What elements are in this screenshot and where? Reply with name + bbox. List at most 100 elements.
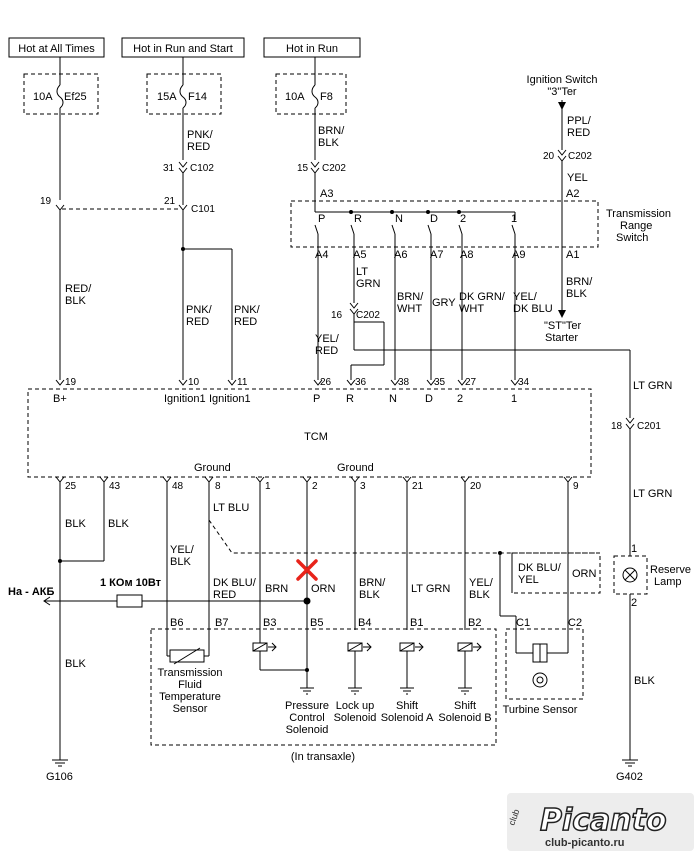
wire-pnk-red2-2: RED (186, 316, 209, 328)
connector-c102: 31 C102 (163, 161, 214, 205)
tcm-pin-35: 35 (434, 377, 446, 388)
tcm-pin-25: 25 (65, 481, 77, 492)
wire-dk-blu-red-2: RED (213, 589, 236, 601)
tcm-ground-2: Ground (337, 462, 374, 474)
wire-lt-grn-a: LT (356, 266, 368, 278)
c102-pin: 31 (163, 163, 175, 174)
wire-brn-blk2-2: BLK (566, 288, 587, 300)
hot-run-start-label: Hot in Run and Start (133, 43, 233, 55)
trs-n: N (395, 213, 403, 225)
transaxle-b2: B2 (468, 617, 481, 629)
ssb-label-1: Shift (454, 700, 476, 712)
wire-ppl-red-1: PPL/ (567, 115, 592, 127)
tcm-label-1: 1 (511, 393, 517, 405)
fuse-f8-label: F8 (320, 91, 333, 103)
tcm-pin-1: 1 (265, 481, 271, 492)
c202-16-pin: 16 (331, 310, 343, 321)
power-hot-run: Hot in Run (263, 37, 361, 58)
wire-orn: ORN (311, 583, 336, 595)
transaxle-b3: B3 (263, 617, 276, 629)
ssb-label-2: Solenoid B (438, 712, 491, 724)
c201-label: C201 (637, 421, 661, 432)
turbine-label: Turbine Sensor (503, 704, 578, 716)
tcm-ground-1: Ground (194, 462, 231, 474)
tcm-pin-10: 10 (188, 377, 200, 388)
wire-lt-grn-right: LT GRN (633, 380, 672, 392)
ssa-label-2: Solenoid A (381, 712, 434, 724)
trs-1: 1 (511, 213, 517, 225)
trs-p: P (318, 213, 325, 225)
wire-dk-blu-yel-2: YEL (518, 574, 539, 586)
tcm-label-d: D (425, 393, 433, 405)
tcm-label-2: 2 (457, 393, 463, 405)
wire-yel-blk-1: YEL/ (170, 544, 195, 556)
logo-brand: Picanto (540, 803, 667, 838)
reserve-lamp: 1 2 Reserve Lamp (613, 543, 691, 609)
fuse-ef25-amp: 10A (33, 91, 53, 103)
wire-brn-wht-2: WHT (397, 303, 422, 315)
tfts-label-4: Sensor (173, 703, 208, 715)
tcm-pin-38: 38 (398, 377, 410, 388)
trs-a2: A2 (566, 188, 579, 200)
g106-label: G106 (46, 771, 73, 783)
ground-g402: G402 (616, 759, 643, 783)
wire-lt-grn-right2: LT GRN (633, 488, 672, 500)
transaxle-b6: B6 (170, 617, 183, 629)
trs-a9: A9 (512, 249, 525, 261)
trs-d: D (430, 213, 438, 225)
solenoid-coil-b4 (347, 642, 372, 652)
akb-label: На - АКБ (8, 586, 54, 598)
connector-c202-16: 16 C202 (331, 302, 630, 380)
pcs-label-2: Control (289, 712, 324, 724)
tcm-pin-2: 2 (312, 481, 318, 492)
tcm-pin-48: 48 (172, 481, 184, 492)
tfts-label-2: Fluid (178, 679, 202, 691)
wire-brn-blk2-1: BRN/ (566, 276, 593, 288)
trs-title-3: Switch (616, 232, 648, 244)
c202-16-label: C202 (356, 310, 380, 321)
wire-yel-blk-2: BLK (170, 556, 191, 568)
wire-yel-red-1: YEL/ (315, 333, 340, 345)
c202-15-pin: 15 (297, 163, 309, 174)
pressure-control-solenoid: Pressure Control Solenoid (285, 687, 329, 736)
wire-blk-2: BLK (108, 518, 129, 530)
connector-c101: 19 21 C101 (40, 196, 215, 215)
fuse-f8: 10A F8 (275, 73, 347, 115)
c101-pin-left: 19 (40, 196, 52, 207)
trs-2: 2 (460, 213, 466, 225)
solenoid-coil-b2 (457, 642, 482, 652)
transaxle-b7: B7 (215, 617, 228, 629)
transmission-range-switch: A3 A2 P R N D 2 1 Transmission Range Swi… (290, 188, 671, 248)
connector-c202-20: 20 C202 YEL (543, 110, 592, 206)
wire-yel-dk-blu-1: YEL/ (513, 291, 538, 303)
solenoid-coil-b3 (252, 642, 277, 652)
tcm-top-pins: 19 10 11 26 36 38 35 27 34 B+ Ignition1 … (53, 377, 530, 474)
club-picanto-logo: Picanto club club-picanto.ru (506, 793, 694, 851)
lus-label-2: Solenoid (334, 712, 377, 724)
power-hot-all-times: Hot at All Times (8, 37, 105, 58)
c202-15-label: C202 (322, 163, 346, 174)
lamp-label-1: Reserve (650, 564, 691, 576)
wire-gry: GRY (432, 297, 456, 309)
fuse-f8-amp: 10A (285, 91, 305, 103)
wire-yel: YEL (567, 172, 588, 184)
wire-dk-blu-red-1: DK BLU/ (213, 577, 257, 589)
fluid-temp-sensor: Transmission Fluid Temperature Sensor (158, 630, 223, 715)
wire-pnk-red3-2: RED (234, 316, 257, 328)
c201-pin: 18 (611, 421, 623, 432)
connector-c201: 18 C201 (611, 417, 661, 432)
transaxle-box: (In transaxle) B6 B7 B3 B5 B4 B1 B2 (150, 617, 497, 763)
wire-blk-4: BLK (634, 675, 655, 687)
wire-lt-blu: LT BLU (213, 502, 249, 514)
wire-pnk-red2-1: PNK/ (186, 304, 213, 316)
tcm-pin-9: 9 (573, 481, 579, 492)
ssa-label-1: Shift (396, 700, 418, 712)
wire-red-blk-1: RED/ (65, 283, 92, 295)
tcm-ignition1-b: Ignition1 (209, 393, 251, 405)
wire-yel-dk-blu-2: DK BLU (513, 303, 553, 315)
wire-yel-blk2-1: YEL/ (469, 577, 494, 589)
tcm-pin-8: 8 (215, 481, 221, 492)
wire-brn-blk3-2: BLK (359, 589, 380, 601)
resistor-label: 1 КОм 10Вт (100, 577, 162, 589)
